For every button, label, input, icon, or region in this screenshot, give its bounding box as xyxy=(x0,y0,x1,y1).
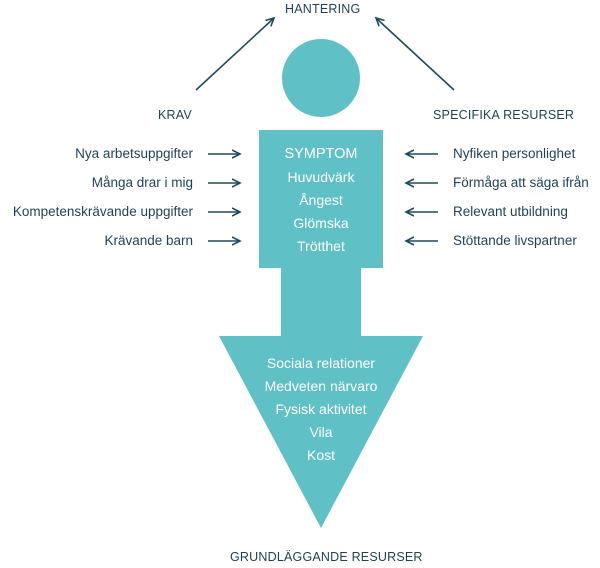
krav-item: Många drar i mig xyxy=(91,175,193,190)
arrow-stem xyxy=(281,266,361,338)
resurs-item: Stöttande livspartner xyxy=(453,233,577,248)
symptom-item: Trötthet xyxy=(297,238,345,254)
grund-item: Medveten närvaro xyxy=(264,378,378,394)
grund-item: Vila xyxy=(309,424,333,440)
symptom-item: Ångest xyxy=(299,192,343,208)
arrow-krav-to-hantering xyxy=(195,18,274,91)
krav-item: Nya arbetsuppgifter xyxy=(75,146,193,161)
grund-item: Sociala relationer xyxy=(266,355,376,371)
symptom-item: Glömska xyxy=(293,215,349,231)
krav-heading: KRAV xyxy=(158,108,192,122)
grund-list: Sociala relationer Medveten närvaro Fysi… xyxy=(221,352,421,467)
figure-body xyxy=(259,130,383,268)
downward-arrow-head xyxy=(219,336,423,528)
symptom-list: SYMPTOM Huvudvärk Ångest Glömska Trötthe… xyxy=(259,143,383,258)
hantering-label: HANTERING xyxy=(285,2,361,16)
resurs-item: Nyfiken personlighet xyxy=(453,146,576,161)
arrow-resurser-to-hantering xyxy=(376,18,455,91)
grund-item: Kost xyxy=(306,447,335,463)
krav-item: Krävande barn xyxy=(104,233,193,248)
krav-item: Kompetenskrävande uppgifter xyxy=(12,204,193,219)
grundlaggande-resurser-label: GRUNDLÄGGANDE RESURSER xyxy=(230,550,423,564)
symptom-item: Huvudvärk xyxy=(287,169,355,185)
specifika-resurser-heading: SPECIFIKA RESURSER xyxy=(433,108,575,122)
figure-head xyxy=(282,39,360,117)
resurs-item: Relevant utbildning xyxy=(453,204,568,219)
grund-item: Fysisk aktivitet xyxy=(275,401,367,417)
symptom-heading: SYMPTOM xyxy=(284,146,358,162)
resurs-item: Förmåga att säga ifrån xyxy=(453,175,589,190)
